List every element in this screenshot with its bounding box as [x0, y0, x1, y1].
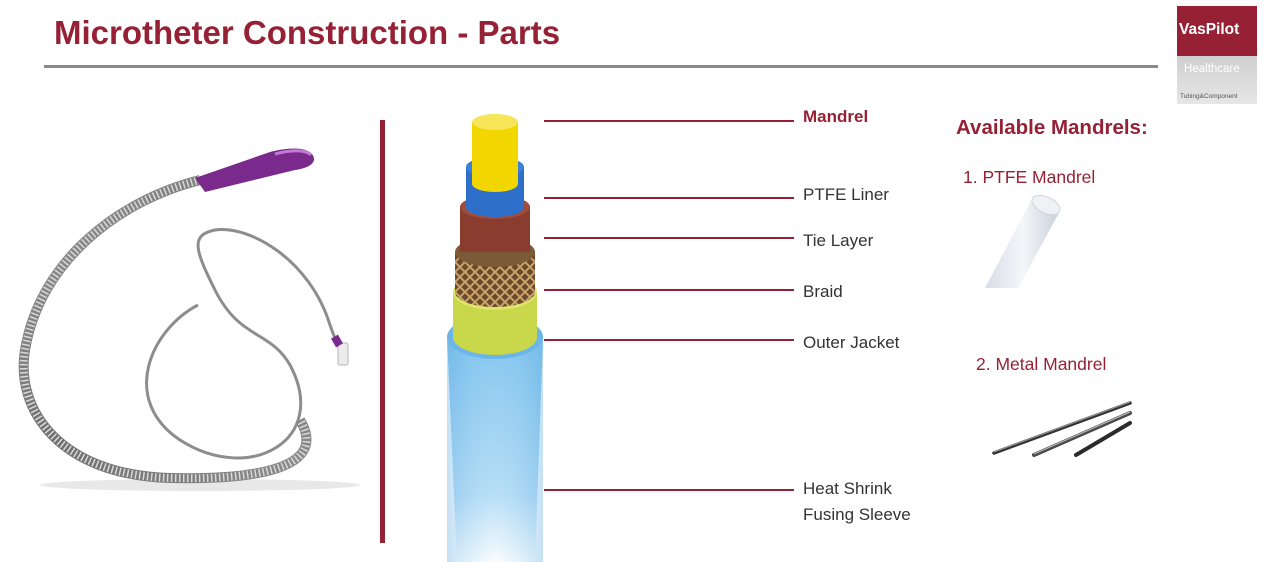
guide-wire — [145, 228, 347, 460]
ptfe-mandrel-end — [1031, 194, 1061, 216]
logo-subtitle: Healthcare — [1184, 63, 1240, 75]
metal-mandrel-image — [992, 401, 1132, 457]
catheter-tip — [195, 148, 315, 192]
wire-hub — [337, 342, 349, 366]
logo-tagline: Tubing&Component — [1180, 93, 1238, 100]
ptfe-liner-bottom — [466, 197, 524, 217]
construction-layers-illustration — [447, 114, 543, 562]
metal-mandrel-rod-2-shine — [1033, 411, 1131, 455]
heat-shrink-sheen — [447, 337, 543, 562]
mandrel-core — [472, 122, 518, 184]
metal-mandrel-label: 2. Metal Mandrel — [976, 354, 1107, 374]
braid-bottom — [455, 277, 535, 307]
logo-name: VasPilot — [1179, 21, 1240, 38]
coil-texture — [19, 176, 311, 483]
catheter-tip-highlight — [274, 149, 313, 157]
label-heat-shrink-line1: Heat Shrink — [803, 479, 892, 498]
leader-braid — [544, 289, 794, 291]
label-tie-layer: Tie Layer — [803, 231, 874, 250]
label-mandrel: Mandrel — [803, 107, 869, 126]
leader-heat-shrink — [544, 489, 794, 491]
leader-mandrel — [544, 120, 794, 122]
leader-tie-layer — [544, 237, 794, 239]
label-heat-shrink: Heat Shrink Fusing Sleeve — [803, 476, 911, 528]
title-underline — [44, 65, 1158, 68]
wire-hub-collar — [331, 334, 343, 348]
ptfe-mandrel-rod — [985, 199, 1060, 288]
leader-ptfe-liner — [544, 197, 794, 199]
ptfe-mandrel-image — [985, 194, 1061, 288]
section-divider — [380, 120, 385, 543]
label-braid: Braid — [803, 282, 843, 301]
catheter-illustration — [18, 148, 360, 491]
metal-mandrel-rod-3 — [1074, 421, 1132, 457]
outer-jacket-bottom — [453, 319, 537, 355]
logo-banner — [1177, 6, 1257, 56]
mandrel-core-top — [472, 114, 518, 130]
coiled-shaft — [18, 175, 312, 484]
available-mandrels-title: Available Mandrels: — [956, 116, 1148, 139]
ptfe-mandrel-label: 1. PTFE Mandrel — [963, 167, 1096, 187]
label-heat-shrink-line2: Fusing Sleeve — [803, 505, 911, 524]
mandrel-core-bottom — [472, 176, 518, 192]
metal-mandrel-rod-1-shine — [993, 401, 1131, 453]
page-title: Microtheter Construction - Parts — [54, 14, 561, 51]
label-outer-jacket: Outer Jacket — [803, 333, 900, 352]
metal-mandrel-rod-2 — [1032, 411, 1132, 457]
metal-mandrel-rod-1 — [992, 401, 1132, 455]
catheter-shadow — [40, 479, 360, 491]
leader-outer-jacket — [544, 339, 794, 341]
company-logo: VasPilot Healthcare Tubing&Component — [1177, 6, 1257, 104]
label-ptfe-liner: PTFE Liner — [803, 185, 889, 204]
